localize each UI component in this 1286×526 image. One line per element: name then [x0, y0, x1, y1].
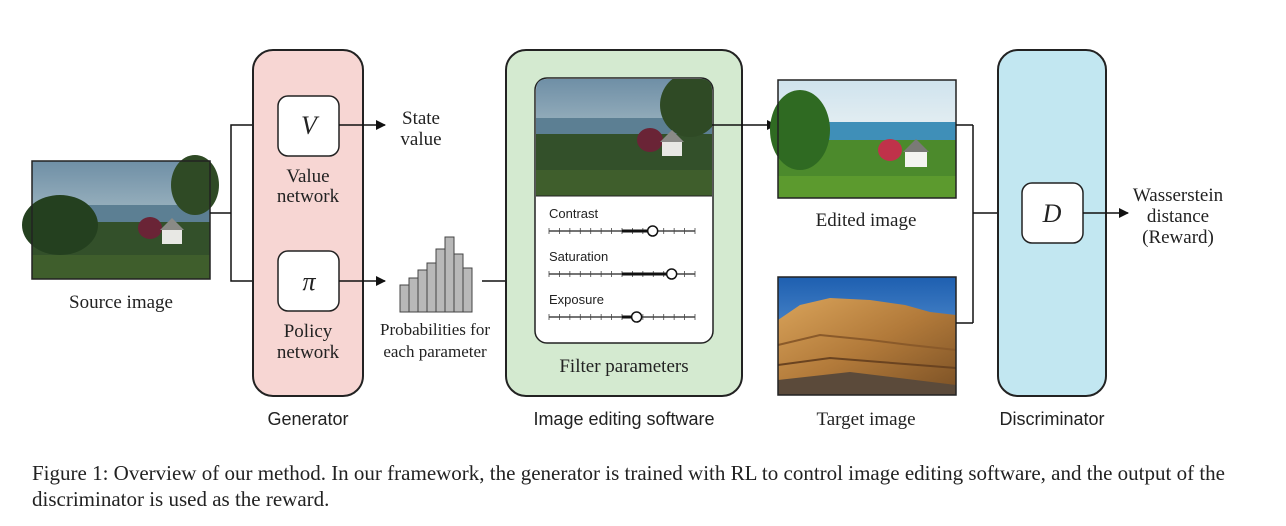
- generator-label: Generator: [267, 409, 348, 429]
- wasserstein-label-2: distance: [1147, 206, 1209, 227]
- probabilities-label-1: Probabilities for: [380, 320, 490, 339]
- filter-parameters-label: Filter parameters: [559, 356, 688, 377]
- histogram-bar: [462, 267, 473, 313]
- policy-network-label-1: Policy: [284, 321, 333, 342]
- editing-preview-image: [536, 79, 712, 197]
- target-image-caption: Target image: [816, 409, 915, 430]
- value-network-box: [277, 95, 340, 157]
- probabilities-label-2: each parameter: [383, 342, 487, 361]
- histogram-bar: [426, 262, 437, 313]
- slider-handle-contrast[interactable]: [646, 225, 659, 237]
- method-overview-diagram: Source image V Value network π Policy ne…: [22, 49, 1224, 430]
- target-image: [777, 276, 957, 396]
- wasserstein-label-1: Wasserstein: [1133, 185, 1224, 206]
- slider-handle-saturation[interactable]: [665, 268, 678, 280]
- source-image-caption: Source image: [69, 292, 173, 313]
- discriminator-symbol: D: [1042, 199, 1062, 228]
- discriminator-label: Discriminator: [999, 409, 1104, 429]
- histogram-bar: [399, 284, 410, 313]
- policy-network-label-2: network: [277, 342, 340, 363]
- source-image: [22, 155, 219, 280]
- histogram-bar: [417, 269, 428, 313]
- slider-label-saturation: Saturation: [549, 249, 608, 264]
- slider-handle-exposure[interactable]: [630, 311, 643, 323]
- histogram-bar: [444, 236, 455, 313]
- edited-image-caption: Edited image: [816, 210, 917, 231]
- image-editing-software-label: Image editing software: [533, 409, 714, 429]
- edited-image: [770, 79, 957, 199]
- value-network-label-1: Value: [286, 166, 329, 187]
- state-value-line-1: State: [402, 108, 440, 129]
- slider-label-exposure: Exposure: [549, 292, 604, 307]
- slider-label-contrast: Contrast: [549, 206, 599, 221]
- figure-caption: Figure 1: Overview of our method. In our…: [32, 461, 1225, 511]
- wasserstein-label-3: (Reward): [1142, 227, 1214, 248]
- policy-network-symbol: π: [302, 267, 316, 296]
- value-network-symbol: V: [301, 111, 320, 140]
- histogram-bar: [435, 248, 446, 313]
- state-value-line-2: value: [400, 129, 441, 150]
- probability-histogram: [399, 236, 473, 313]
- histogram-bar: [408, 277, 419, 313]
- histogram-bar: [453, 253, 464, 313]
- value-network-label-2: network: [277, 186, 340, 207]
